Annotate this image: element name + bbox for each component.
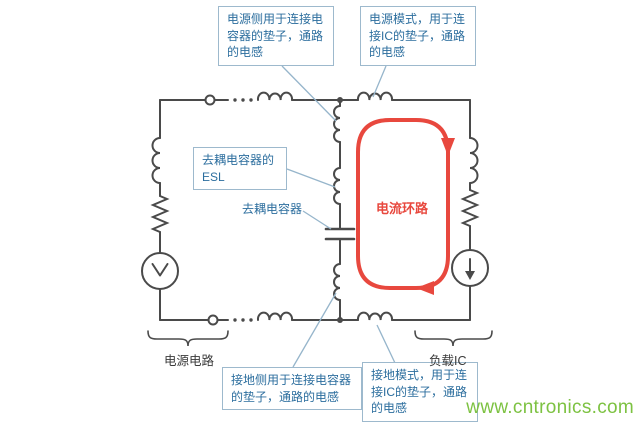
resistor [150,195,170,233]
current-arrow-return [416,281,434,295]
esl-inductor [333,167,341,205]
callout-esl: 去耦电容器的ESL [193,147,287,191]
power-circuit-brace [147,330,229,347]
label-current-loop: 电流环路 [376,201,429,216]
callout-line [376,324,396,364]
inductor-coil [256,91,294,101]
callout-line [302,210,332,230]
watermark-text: www.cntronics.com [466,397,634,418]
callout-line [292,292,337,368]
bottom-wire [159,311,471,326]
callout-power-side-pad: 电源侧用于连接电容器的垫子，通路的电感 [218,6,334,66]
pad-inductor-ground-side [333,263,341,301]
ellipsis-dots [233,318,237,322]
label-load-ic: 负载IC [429,354,467,368]
ellipsis-dots [233,98,237,102]
callout-lines [281,65,396,368]
power-source-branch [141,99,179,321]
current-loop [356,118,455,295]
load-ic-branch [451,99,489,321]
section-braces [147,330,493,347]
load-ic-brace [414,330,493,347]
current-arrow-down [441,138,455,156]
voltage-source [141,252,179,290]
inductor-coil [256,311,294,321]
callout-line [281,65,337,122]
pad-inductor-power-side [333,105,341,143]
voltage-source-symbol [151,263,169,277]
decoupling-capacitor-branch [324,99,356,321]
top-wire [159,91,471,106]
inductor-coil [356,311,394,321]
callout-line [286,168,336,188]
callout-line [372,65,387,98]
pad-circle [204,94,216,106]
pad-circle [207,314,219,326]
callout-power-mode-ic-pad: 电源模式，用于连接IC的垫子，通路的电感 [360,6,476,66]
resistor [460,189,480,227]
label-decoupling-capacitor: 去耦电容器 [242,202,303,216]
callout-ground-mode-ic-pad: 接地模式，用于连接IC的垫子，通路的电感 [362,362,478,422]
inductor-coil [151,137,161,184]
label-power-circuit: 电源电路 [164,354,215,368]
callout-ground-side-pad: 接地侧用于连接电容器的垫子，通路的电感 [222,367,362,411]
inductor-coil [469,137,479,184]
